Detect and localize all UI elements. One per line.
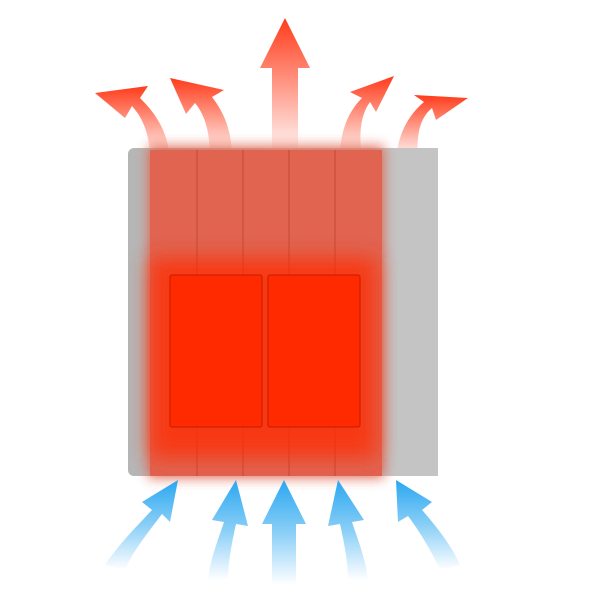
cold-air-arrow-5 <box>396 480 460 570</box>
radiator-heater-icon <box>128 146 438 478</box>
hot-air-arrow-3 <box>260 18 310 158</box>
heating-element-left <box>169 274 263 428</box>
cold-air-arrow-3 <box>262 480 306 585</box>
heating-element-right <box>267 274 361 428</box>
cold-air-arrow-4 <box>328 480 368 580</box>
hot-air-arrows <box>95 18 468 160</box>
hot-air-arrow-2 <box>170 78 232 158</box>
heater-right-panel <box>385 148 438 476</box>
hot-air-arrow-4 <box>340 76 394 158</box>
hot-air-arrow-5 <box>396 95 468 160</box>
cold-air-arrow-2 <box>208 480 248 580</box>
hot-air-arrow-1 <box>95 86 170 160</box>
cold-air-arrows <box>105 480 460 585</box>
cold-air-arrow-1 <box>105 480 178 570</box>
